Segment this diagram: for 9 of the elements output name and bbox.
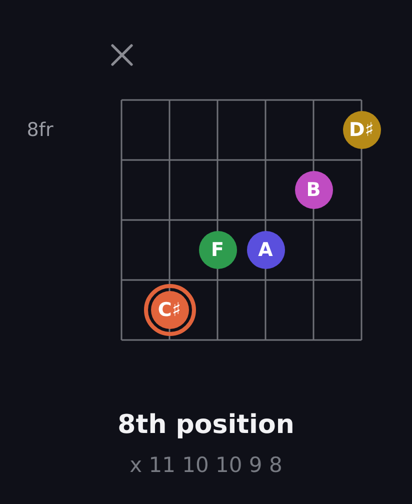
- chord-title: 8th position: [118, 410, 294, 440]
- note-dot: B: [294, 171, 332, 209]
- fingering-caption: x 11 10 10 9 8: [130, 453, 282, 477]
- note-dot: C♯: [150, 291, 188, 329]
- root-note-ring: [144, 284, 196, 336]
- note-dot: A: [246, 231, 284, 269]
- fret-number: 8fr: [26, 119, 54, 141]
- note-dot: F: [198, 231, 236, 269]
- note-dot: D♯: [342, 111, 380, 149]
